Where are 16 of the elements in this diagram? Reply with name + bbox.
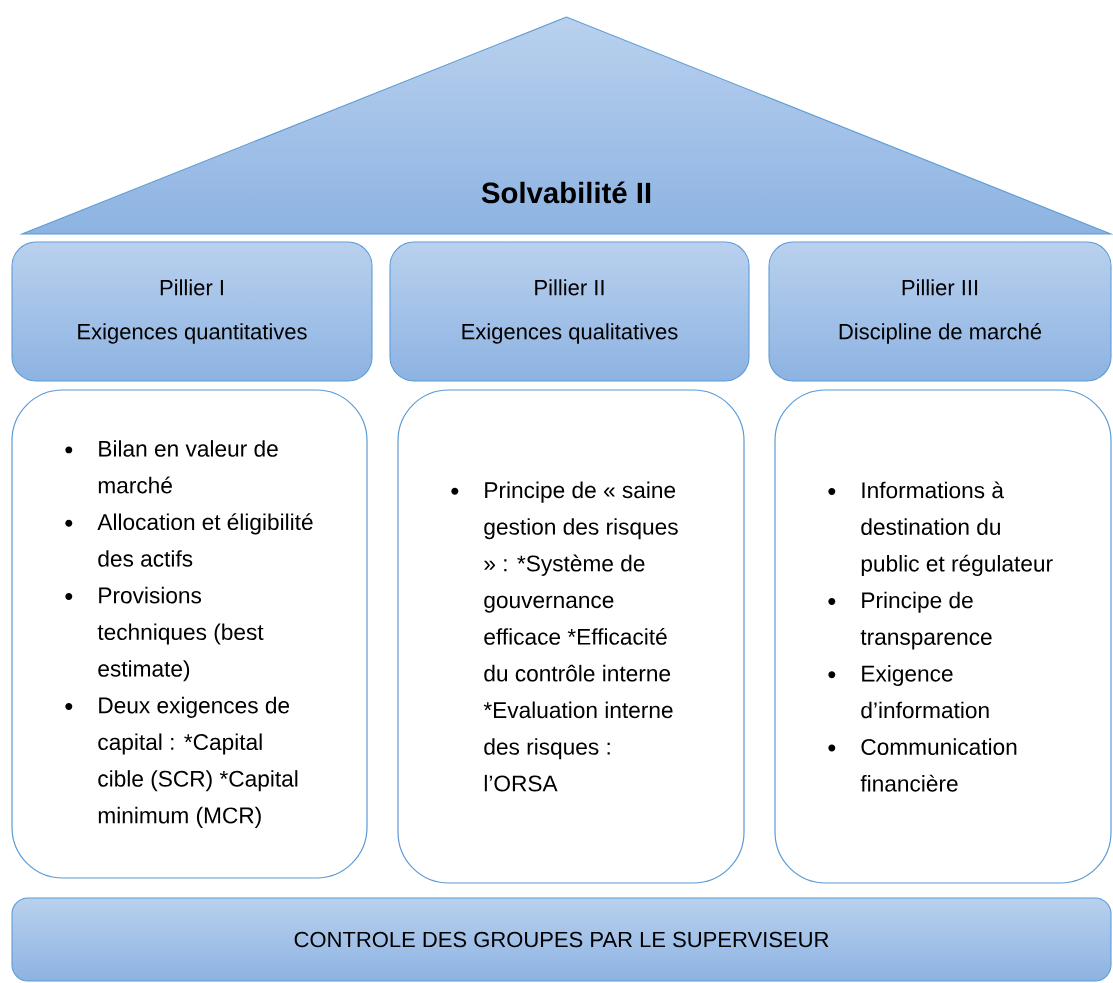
content-box	[774, 389, 1112, 884]
list-item: Communication financière	[860, 738, 1017, 792]
list-item: Deux exigences de capital : *Capital cible (SCR) *Capital minimum (MCR)	[98, 696, 298, 828]
pillar-header: Pillier III Discipline de marché	[768, 241, 1112, 382]
list-item: Principe de « saine gestion des risques » : *Système de gouvernance efficace *Efficacité du contrôle interne *Evaluation interne des risques : l’ORSA	[483, 481, 678, 792]
base-band: CONTROLE DES GROUPES PAR LE SUPERVISEUR	[11, 897, 1112, 982]
pillar-header: Pillier I Exigences quantitatives	[11, 241, 373, 382]
list-item: Allocation et éligibilité des actifs	[97, 513, 313, 567]
list-item: Provisions techniques (best estimate)	[97, 586, 264, 682]
content-box	[397, 389, 745, 884]
list-item: Principe de transparence	[860, 591, 992, 650]
content-box	[11, 389, 368, 879]
list-item: Exigence d’information	[861, 665, 989, 719]
pillar-header: Pillier II Exigences qualitatives	[389, 241, 750, 382]
list-item: Informations à destination du public et régulateur	[861, 481, 1053, 577]
list-item: Bilan en valeur de marché	[98, 440, 278, 494]
